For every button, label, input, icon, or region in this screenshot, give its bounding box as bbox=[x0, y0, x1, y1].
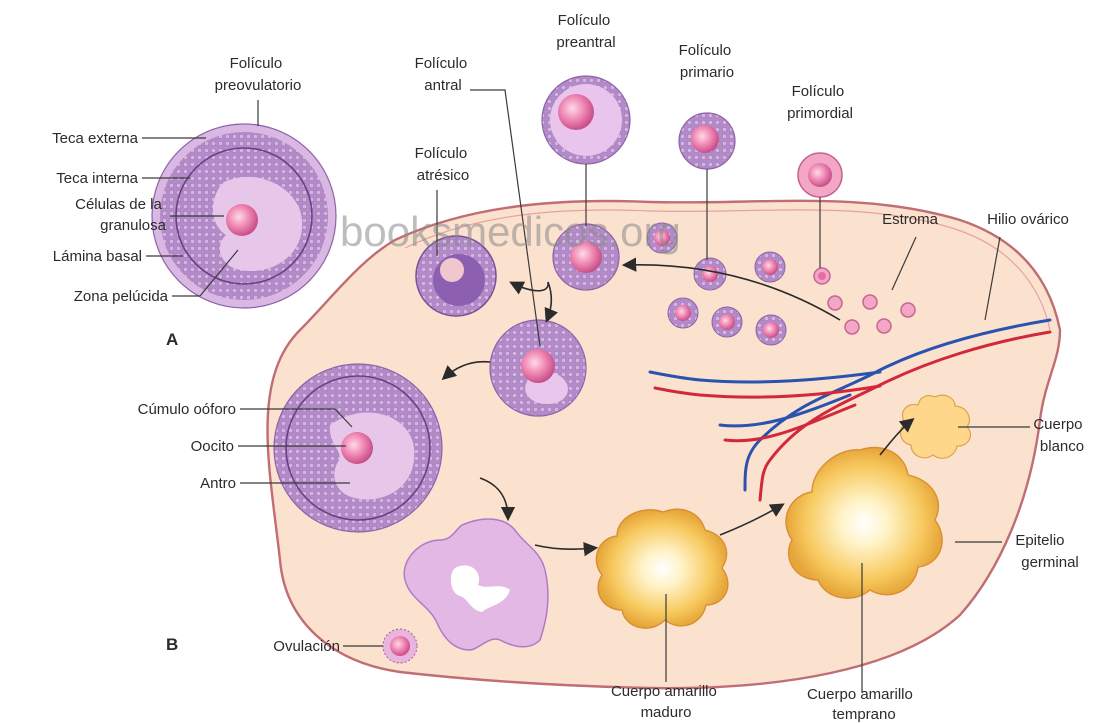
primordial-follicle-top bbox=[798, 153, 842, 197]
label-teca-externa: Teca externa bbox=[52, 130, 139, 147]
label-foliculo-preantral: Folículo preantral bbox=[556, 12, 615, 51]
label-lamina-basal: Lámina basal bbox=[53, 248, 142, 265]
label-cumulo-ooforo: Cúmulo oóforo bbox=[138, 401, 236, 418]
label-oocito: Oocito bbox=[191, 438, 234, 455]
watermark: booksmedicos.org bbox=[340, 208, 681, 255]
label-foliculo-primario: Folículo primario bbox=[679, 42, 736, 81]
panel-label-b: B bbox=[166, 635, 178, 654]
label-ovulacion: Ovulación bbox=[273, 638, 340, 655]
label-cuerpo-blanco: Cuerpo blanco bbox=[1033, 416, 1086, 455]
label-cuerpo-amarillo-temprano: Cuerpo amarillo temprano bbox=[807, 686, 917, 723]
label-estroma: Estroma bbox=[882, 211, 939, 228]
label-cuerpo-amarillo-maduro: Cuerpo amarillo maduro bbox=[611, 683, 721, 721]
primary-follicle-top bbox=[679, 113, 735, 169]
label-hilio-ovarico: Hilio ovárico bbox=[987, 211, 1069, 228]
label-foliculo-primordial: Folículo primordial bbox=[787, 83, 853, 122]
label-epitelio-germinal: Epitelio germinal bbox=[1015, 532, 1078, 571]
label-foliculo-atresico: Folículo atrésico bbox=[415, 145, 472, 184]
preantral-follicle-top bbox=[542, 76, 630, 164]
released-oocyte bbox=[383, 629, 417, 663]
label-teca-interna: Teca interna bbox=[56, 170, 138, 187]
label-foliculo-antral: Folículo antral bbox=[415, 55, 472, 94]
label-antro: Antro bbox=[200, 475, 236, 492]
label-foliculo-preovulatorio: Folículo preovulatorio bbox=[215, 55, 302, 94]
ovary-preovulatory-follicle bbox=[274, 364, 442, 532]
panel-label-a: A bbox=[166, 330, 178, 349]
label-zona-pelucida: Zona pelúcida bbox=[74, 288, 169, 305]
